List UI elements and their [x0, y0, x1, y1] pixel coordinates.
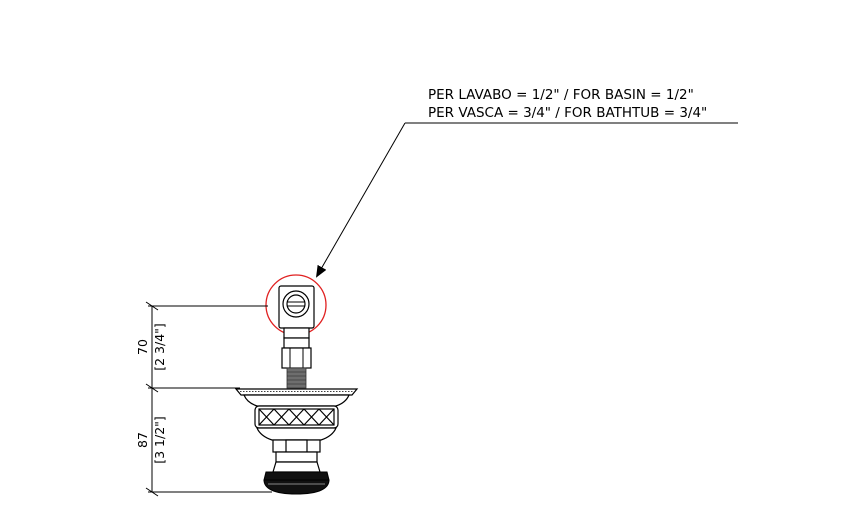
callout-line-bathtub: PER VASCA = 3/4" / FOR BATHTUB = 3/4": [428, 105, 707, 121]
fitting-threaded-shank: [286, 367, 307, 389]
callout-line-basin: PER LAVABO = 1/2" / FOR BASIN = 1/2": [428, 87, 694, 103]
dimension-lower: [145, 388, 159, 497]
fitting-hex-nut: [281, 337, 312, 369]
dimension-lower-imperial: [3 1/2"]: [152, 416, 167, 464]
fitting-body-neck: [272, 439, 321, 473]
dimension-upper-imperial: [2 3/4"]: [152, 323, 167, 371]
dimension-lower-value: 87: [135, 432, 150, 448]
fitting-connection-elbow: [278, 285, 315, 339]
dimension-upper-value: 70: [135, 339, 150, 355]
fitting-decorative-flange: [234, 388, 359, 441]
fitting-base: [263, 471, 330, 495]
leader-arrow: [316, 122, 406, 278]
